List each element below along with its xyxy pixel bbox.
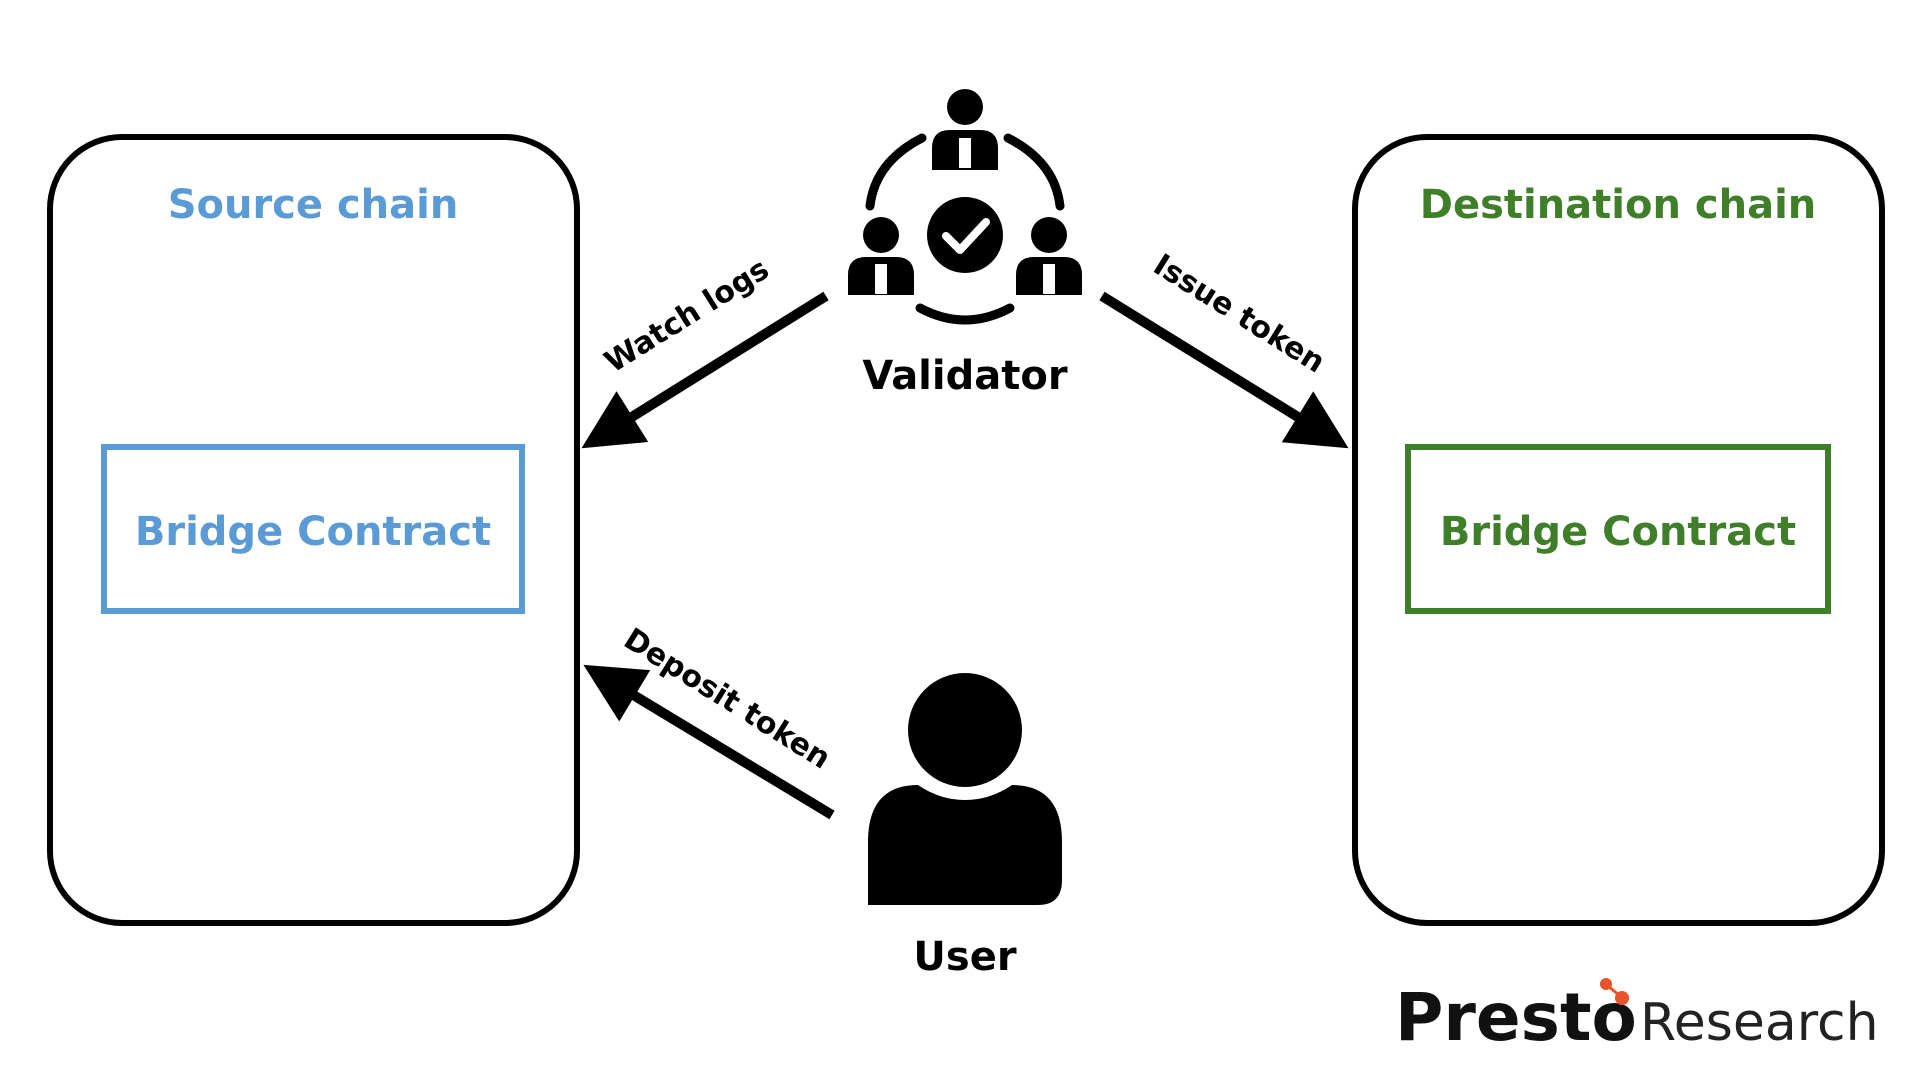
source-bridge-contract-label: Bridge Contract [135, 509, 491, 555]
destination-bridge-contract-box [1405, 444, 1831, 614]
brand-suffix: Research [1640, 993, 1879, 1053]
source-chain-box [47, 134, 580, 926]
brand-accent-icon [1600, 978, 1629, 1005]
issue-token-arrow [1099, 291, 1349, 449]
source-chain-panel: Source chain Bridge Contract [47, 134, 580, 926]
watch-logs-arrow [581, 291, 829, 449]
validator-group-check-icon [848, 89, 1082, 325]
presto-research-logo: Presto Research [1395, 978, 1879, 1056]
validator-label: Validator [862, 353, 1067, 399]
brand-name: Presto [1395, 979, 1637, 1056]
deposit-token-arrow [583, 664, 835, 820]
source-bridge-contract-box [101, 444, 525, 614]
issue-token-label: Issue token [1147, 247, 1331, 380]
watch-logs-label: Watch logs [599, 252, 776, 380]
destination-chain-box [1352, 134, 1885, 926]
user-label: User [913, 934, 1016, 980]
source-chain-title: Source chain [168, 182, 459, 228]
user-icon [868, 673, 1062, 905]
destination-bridge-contract-label: Bridge Contract [1440, 509, 1796, 555]
destination-chain-title: Destination chain [1420, 182, 1817, 228]
destination-chain-panel: Destination chain Bridge Contract [1352, 134, 1885, 926]
